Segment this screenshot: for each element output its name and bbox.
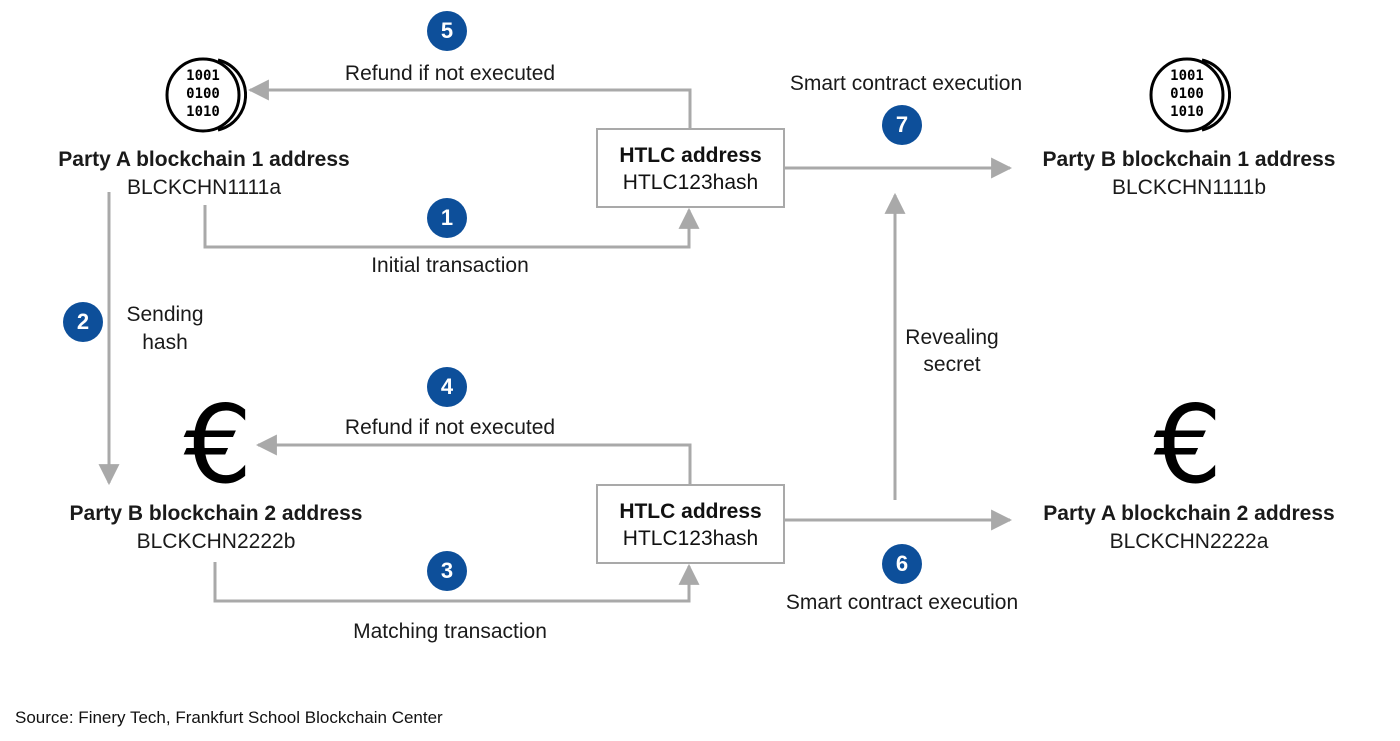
revealing-secret-line-2: secret bbox=[923, 353, 981, 376]
coin-line-3: 1010 bbox=[1170, 104, 1204, 120]
party-a-bc1-title: Party A blockchain 1 address bbox=[58, 148, 350, 171]
step-4-label: Refund if not executed bbox=[344, 416, 556, 439]
binary-coin-icon-party-a: 1001 0100 1010 bbox=[165, 57, 247, 133]
step-1-label: Initial transaction bbox=[371, 254, 529, 277]
arrow-refund-top bbox=[247, 79, 692, 128]
coin-line-1: 1001 bbox=[1170, 68, 1204, 84]
step-5-label: Refund if not executed bbox=[344, 62, 556, 85]
arrow-refund-bottom bbox=[255, 434, 692, 484]
party-b-bc2-title: Party B blockchain 2 address bbox=[69, 502, 363, 525]
revealing-secret-line-1: Revealing bbox=[905, 326, 999, 349]
party-b-bc2-address: BLCKCHN2222b bbox=[136, 530, 296, 553]
party-b-bc1-address: BLCKCHN1111b bbox=[1111, 176, 1267, 199]
step-badge-1: 1 bbox=[427, 198, 467, 238]
binary-coin-icon-party-b: 1001 0100 1010 bbox=[1149, 57, 1231, 133]
htlc-bottom-title: HTLC address bbox=[619, 500, 762, 523]
euro-icon-party-b: € bbox=[183, 383, 253, 508]
htlc-top-address: HTLC123hash bbox=[622, 171, 759, 194]
step-badge-6: 6 bbox=[882, 544, 922, 584]
htlc-box-top: HTLC address HTLC123hash bbox=[596, 128, 785, 208]
arrow-matching-transaction bbox=[213, 562, 700, 603]
step-badge-4: 4 bbox=[427, 367, 467, 407]
party-b-bc1-title: Party B blockchain 1 address bbox=[1042, 148, 1336, 171]
source-note: Source: Finery Tech, Frankfurt School Bl… bbox=[15, 708, 443, 727]
step-6-label: Smart contract execution bbox=[785, 591, 1019, 614]
step-badge-2: 2 bbox=[63, 302, 103, 342]
step-2-label-line-1: Sending bbox=[126, 303, 204, 326]
htlc-top-title: HTLC address bbox=[619, 144, 762, 167]
coin-line-3: 1010 bbox=[186, 104, 220, 120]
step-3-label: Matching transaction bbox=[353, 620, 547, 643]
step-badge-3: 3 bbox=[427, 551, 467, 591]
htlc-box-bottom: HTLC address HTLC123hash bbox=[596, 484, 785, 564]
step-7-label: Smart contract execution bbox=[789, 72, 1023, 95]
step-badge-7: 7 bbox=[882, 105, 922, 145]
htlc-bottom-address: HTLC123hash bbox=[622, 527, 759, 550]
coin-line-2: 0100 bbox=[186, 86, 220, 102]
coin-line-1: 1001 bbox=[186, 68, 220, 84]
party-a-bc2-address: BLCKCHN2222a bbox=[1109, 530, 1269, 553]
arrow-initial-transaction bbox=[203, 205, 700, 249]
euro-icon-party-a: € bbox=[1153, 383, 1223, 508]
step-badge-5: 5 bbox=[427, 11, 467, 51]
step-2-label-line-2: hash bbox=[142, 331, 188, 354]
party-a-bc2-title: Party A blockchain 2 address bbox=[1043, 502, 1335, 525]
party-a-bc1-address: BLCKCHN1111a bbox=[126, 176, 282, 199]
coin-line-2: 0100 bbox=[1170, 86, 1204, 102]
